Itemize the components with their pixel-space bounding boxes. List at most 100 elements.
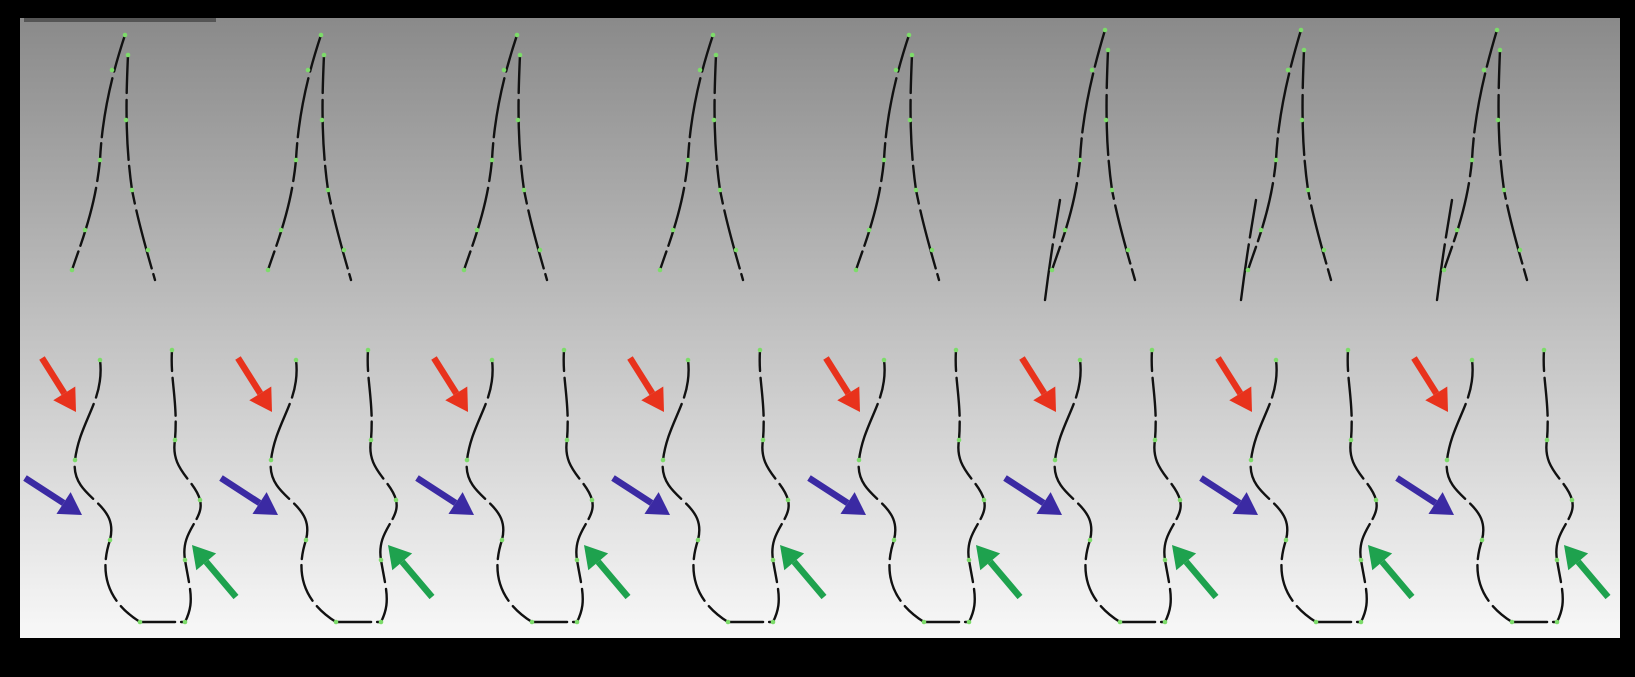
panel-8-upper-dot <box>1518 248 1523 253</box>
panel-1-upper-dot <box>124 118 129 123</box>
panel-3-upper-dot <box>475 228 480 233</box>
panel-7-lower-dot <box>1374 498 1379 503</box>
panel-8-lower-dot <box>1545 438 1550 443</box>
panel-2-upper-dot <box>294 158 299 163</box>
panel-1-upper-dot <box>126 53 131 58</box>
panel-4-lower-dot <box>686 358 691 363</box>
panel-5-upper-dot <box>908 118 913 123</box>
panel-8-upper-dot <box>1482 68 1487 73</box>
panel-5-lower-dot <box>967 620 972 625</box>
panel-1-upper-dot <box>110 68 115 73</box>
panel-8-lower-dot <box>1445 458 1450 463</box>
panel-5-upper-dot <box>910 53 915 58</box>
panel-5-upper-dot <box>882 158 887 163</box>
panel-3-lower-dot <box>500 538 505 543</box>
scale-bar <box>24 18 216 22</box>
panel-2-upper-dot <box>319 33 324 38</box>
panel-4-upper-dot <box>686 158 691 163</box>
panel-4-upper-dot <box>658 268 663 273</box>
panel-6-lower-dot <box>1163 558 1168 563</box>
panel-1-lower-dot <box>183 558 188 563</box>
panel-6-upper-dot <box>1063 228 1068 233</box>
panel-8-upper-dot <box>1496 118 1501 123</box>
panel-1-lower-dot <box>198 498 203 503</box>
panel-1-lower-dot <box>138 620 143 625</box>
panel-5-lower-dot <box>957 438 962 443</box>
panel-5-upper-dot <box>930 248 935 253</box>
panel-8-upper-dot <box>1498 48 1503 53</box>
panel-1-lower-dot <box>108 538 113 543</box>
panel-6-upper-dot <box>1126 248 1131 253</box>
panel-7-lower-dot <box>1314 620 1319 625</box>
panel-7-upper-dot <box>1299 28 1304 33</box>
panel-6-lower-dot <box>1153 438 1158 443</box>
panel-5-upper-dot <box>914 188 919 193</box>
panel-7-lower-dot <box>1249 458 1254 463</box>
panel-3-upper-dot <box>538 248 543 253</box>
panel-7-lower-dot <box>1346 348 1351 353</box>
panel-4-upper-dot <box>712 118 717 123</box>
panel-2-lower-dot <box>269 458 274 463</box>
panel-3-upper-dot <box>502 68 507 73</box>
panel-7-upper-dot <box>1286 68 1291 73</box>
panel-8-lower-dot <box>1510 620 1515 625</box>
panel-5-lower-dot <box>967 558 972 563</box>
panel-3-lower-dot <box>575 558 580 563</box>
panel-4-lower-dot <box>758 348 763 353</box>
panel-2-lower-dot <box>334 620 339 625</box>
panel-8-lower-dot <box>1470 358 1475 363</box>
panel-3-lower-dot <box>590 498 595 503</box>
panel-5-lower-dot <box>882 358 887 363</box>
panel-5-lower-dot <box>922 620 927 625</box>
panel-1-lower-dot <box>173 438 178 443</box>
panel-8-lower-dot <box>1480 538 1485 543</box>
panel-8-lower-dot <box>1570 498 1575 503</box>
panel-8-upper-dot <box>1442 268 1447 273</box>
panel-4-upper-dot <box>734 248 739 253</box>
panel-6-upper-dot <box>1110 188 1115 193</box>
panel-3-upper-dot <box>522 188 527 193</box>
panel-4-upper-dot <box>698 68 703 73</box>
panel-6-lower-dot <box>1150 348 1155 353</box>
panel-1-upper-dot <box>98 158 103 163</box>
panel-5-lower-dot <box>954 348 959 353</box>
panel-5-upper-dot <box>854 268 859 273</box>
panel-4-lower-dot <box>696 538 701 543</box>
panel-3-upper-dot <box>462 268 467 273</box>
panel-8-upper-dot <box>1495 28 1500 33</box>
panel-6-lower-dot <box>1118 620 1123 625</box>
panel-5-lower-dot <box>982 498 987 503</box>
panel-2-upper-dot <box>306 68 311 73</box>
panel-6-upper-dot <box>1106 48 1111 53</box>
panel-1-lower-dot <box>73 458 78 463</box>
panel-2-lower-dot <box>294 358 299 363</box>
panel-1-upper-dot <box>83 228 88 233</box>
panel-7-lower-dot <box>1284 538 1289 543</box>
panel-6-upper-dot <box>1078 158 1083 163</box>
panel-6-lower-dot <box>1078 358 1083 363</box>
panel-2-lower-dot <box>304 538 309 543</box>
panel-2-lower-dot <box>379 558 384 563</box>
panel-2-upper-dot <box>279 228 284 233</box>
panel-8-upper-dot <box>1502 188 1507 193</box>
panel-3-upper-dot <box>516 118 521 123</box>
panel-4-upper-dot <box>711 33 716 38</box>
panel-7-upper-dot <box>1300 118 1305 123</box>
panel-4-upper-dot <box>714 53 719 58</box>
panel-3-lower-dot <box>530 620 535 625</box>
panel-5-upper-dot <box>894 68 899 73</box>
panel-1-lower-dot <box>183 620 188 625</box>
panel-4-upper-dot <box>718 188 723 193</box>
panel-3-lower-dot <box>575 620 580 625</box>
panel-7-upper-dot <box>1259 228 1264 233</box>
panel-2-upper-dot <box>266 268 271 273</box>
panel-6-lower-dot <box>1053 458 1058 463</box>
panel-2-upper-dot <box>326 188 331 193</box>
panel-7-lower-dot <box>1359 558 1364 563</box>
panel-7-upper-dot <box>1274 158 1279 163</box>
panel-5-upper-dot <box>867 228 872 233</box>
panel-6-lower-dot <box>1178 498 1183 503</box>
panel-1-upper-dot <box>146 248 151 253</box>
panel-5-lower-dot <box>857 458 862 463</box>
panel-5-lower-dot <box>892 538 897 543</box>
